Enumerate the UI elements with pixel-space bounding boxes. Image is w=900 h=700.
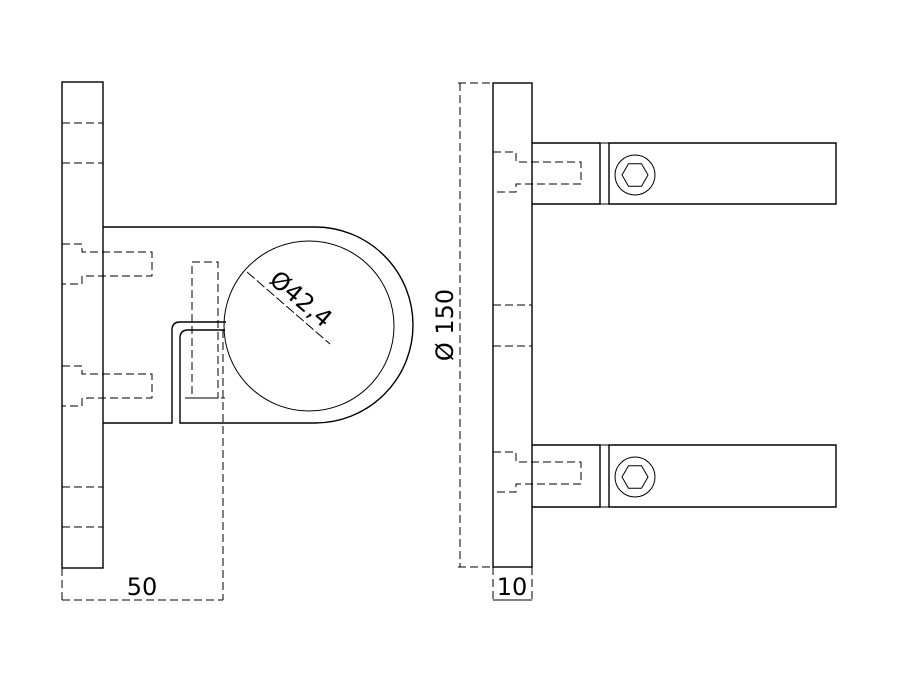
length-label: 50 xyxy=(127,573,158,601)
hex-socket-icon xyxy=(621,163,649,187)
plate-center-hidden xyxy=(493,304,532,347)
clamp-slot xyxy=(103,321,226,424)
clamp-arm-top xyxy=(493,142,837,205)
hex-socket-icon xyxy=(621,465,649,489)
base-plate-front xyxy=(492,82,533,568)
pipe-diameter-label: Ø42,4 xyxy=(264,265,337,333)
socket-screw-icon xyxy=(614,456,656,498)
clamp-arm-bottom xyxy=(493,444,837,508)
plate-hidden-lines xyxy=(62,122,153,528)
pipe-bore xyxy=(223,240,395,412)
front-view: Ø 150 10 xyxy=(431,82,837,603)
thickness-label: 10 xyxy=(497,573,528,601)
side-view: Ø42,4 50 xyxy=(61,81,414,603)
clamp-screw-hidden xyxy=(185,261,225,600)
plate-diameter-dimension: Ø 150 xyxy=(431,82,493,568)
base-plate-side xyxy=(61,81,104,569)
socket-screw-icon xyxy=(614,154,656,196)
plate-diameter-label: Ø 150 xyxy=(431,289,459,361)
thickness-dimension: 10 xyxy=(492,567,533,603)
length-dimension: 50 xyxy=(61,568,223,603)
diameter-leader xyxy=(246,271,331,345)
clamp-body-outline xyxy=(103,226,414,424)
